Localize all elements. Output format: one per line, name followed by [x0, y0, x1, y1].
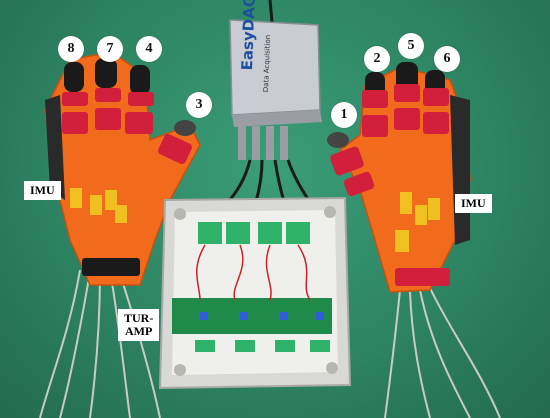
daq-device — [229, 19, 322, 160]
imu-label-right: IMU — [455, 194, 492, 213]
finger-label-1: 1 — [331, 102, 357, 128]
finger-label-6: 6 — [434, 46, 460, 72]
junction-box — [158, 196, 352, 390]
finger-label-5: 5 — [398, 33, 424, 59]
right-glove — [327, 62, 471, 293]
finger-label-2: 2 — [364, 46, 390, 72]
left-glove — [44, 54, 201, 286]
daq-brand: EasyDAQ — [238, 0, 259, 71]
amplifier-label-line1: TUR- — [124, 311, 154, 325]
amplifier-label-line2: AMP — [125, 324, 153, 338]
imu-label-left: IMU — [24, 181, 61, 200]
finger-label-3: 3 — [186, 92, 212, 118]
amplifier-label: TUR- AMP — [118, 309, 160, 341]
finger-label-8: 8 — [58, 36, 84, 62]
finger-label-4: 4 — [136, 36, 162, 62]
finger-label-7: 7 — [97, 36, 123, 62]
